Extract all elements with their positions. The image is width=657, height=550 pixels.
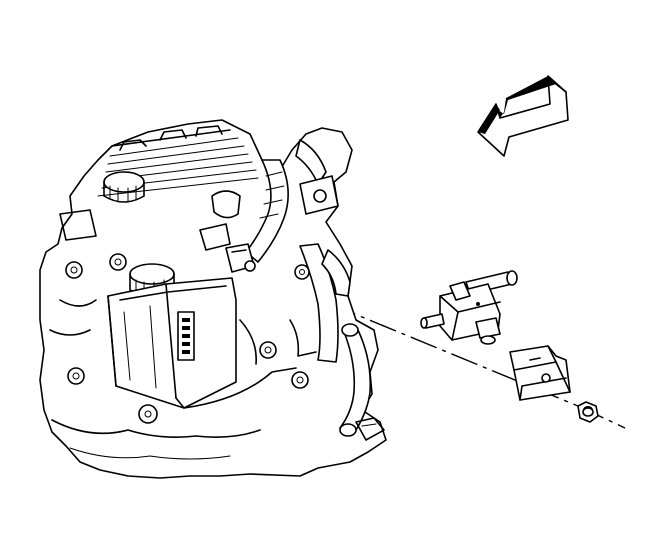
- harness-connector: [225, 243, 256, 273]
- oil-fill-cap: [103, 171, 145, 203]
- mounting-bolts: [65, 253, 310, 424]
- engine-lower-detail: [49, 190, 385, 460]
- mounting-bracket: [509, 345, 571, 401]
- control-module-box: [107, 277, 237, 409]
- coolant-hose: [299, 243, 372, 437]
- vacuum-solenoid-valve: [420, 270, 518, 345]
- forward-direction-arrow: [477, 75, 569, 157]
- wiring-harness: [245, 139, 339, 263]
- engine-assembly: [39, 119, 387, 479]
- retaining-nut: [577, 401, 599, 423]
